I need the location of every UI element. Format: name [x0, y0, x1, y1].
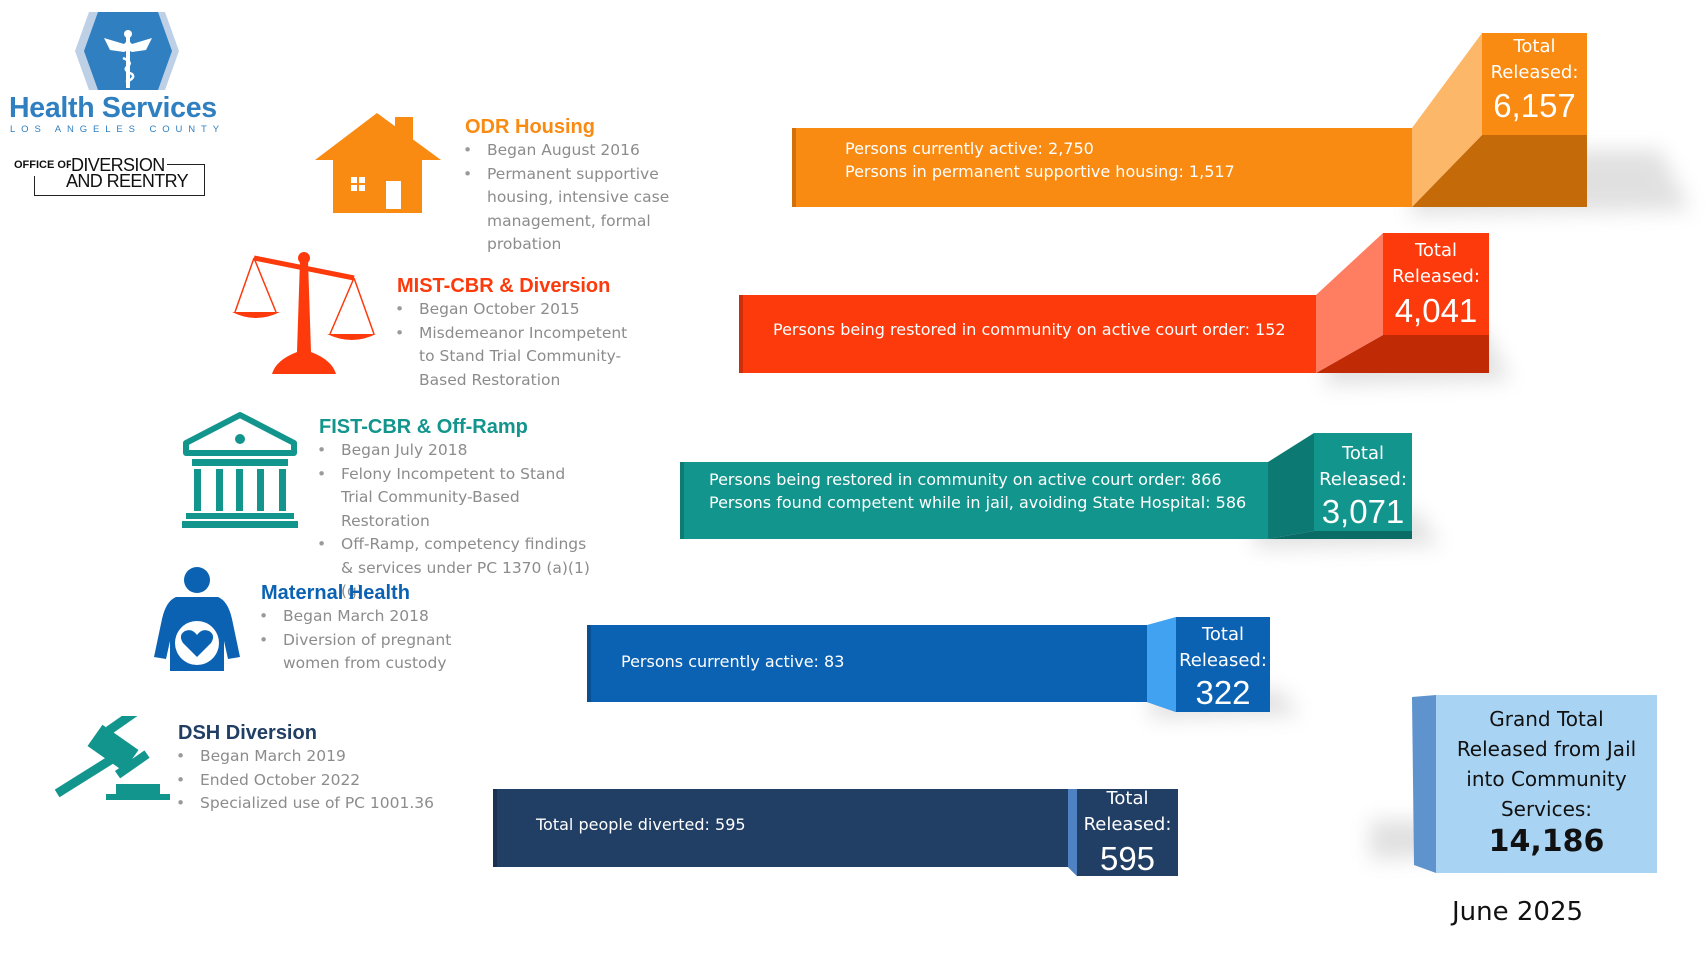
grand-total-label-line: Services:: [1500, 797, 1593, 821]
bullet: Began March 2019: [176, 745, 436, 769]
office-line-2: AND REENTRY: [66, 171, 189, 191]
total-label-line: Total: [1414, 240, 1458, 261]
bullet: Felony Incompetent to Stand Trial Commun…: [317, 463, 599, 534]
health-services-emblem-icon: [75, 12, 179, 90]
total-label-line: Released:: [1179, 650, 1267, 671]
grand-total-box: [1412, 695, 1657, 873]
report-date: June 2025: [1452, 897, 1584, 927]
bullet: Specialized use of PC 1001.36: [176, 792, 436, 816]
bullet: Began October 2015: [395, 298, 645, 322]
program-bullets-dsh-diversion: Began March 2019 Ended October 2022 Spec…: [176, 745, 436, 816]
program-title-maternal-health: Maternal Health: [261, 582, 410, 604]
total-label-fist-cbr: Total Released:: [1314, 441, 1412, 493]
bullet: Permanent supportive housing, intensive …: [463, 163, 725, 257]
bar-line: Persons found competent while in jail, a…: [709, 493, 1247, 512]
bar-line: Persons in permanent supportive housing:…: [845, 162, 1235, 181]
org-name: Health Services: [9, 92, 217, 124]
total-label-line: Total: [1201, 624, 1245, 645]
bar-maternal-health: [587, 617, 1270, 712]
program-title-dsh-diversion: DSH Diversion: [178, 722, 317, 744]
total-value-dsh-diversion: 595: [1099, 840, 1156, 877]
bar-odr-housing: [792, 33, 1587, 207]
grand-total-label-line: Grand Total: [1489, 707, 1604, 731]
org-subtitle: LOS ANGELES COUNTY: [10, 124, 225, 135]
total-label-maternal-health: Total Released:: [1176, 622, 1270, 674]
office-prefix: OFFICE OF: [14, 159, 73, 171]
bullet: Began August 2016: [463, 139, 725, 163]
program-bullets-mist-cbr: Began October 2015 Misdemeanor Incompete…: [395, 298, 645, 392]
bullet: Ended October 2022: [176, 769, 436, 793]
program-title-odr-housing: ODR Housing: [465, 116, 595, 138]
bar-text-dsh-diversion: Total people diverted: 595: [536, 813, 746, 836]
bullet: Diversion of pregnant women from custody: [259, 629, 459, 676]
courthouse-icon: [182, 412, 298, 528]
program-bullets-fist-cbr: Began July 2018 Felony Incompetent to St…: [317, 439, 599, 604]
total-label-line: Released:: [1319, 469, 1407, 490]
pregnant-woman-icon: [154, 567, 240, 671]
total-label-dsh-diversion: Total Released:: [1077, 786, 1178, 838]
total-label-line: Total: [1106, 788, 1149, 809]
bar-text-mist-cbr: Persons being restored in community on a…: [773, 318, 1286, 341]
total-label-line: Total: [1513, 36, 1556, 57]
house-icon: [315, 113, 441, 213]
bar-mist-cbr: [739, 233, 1489, 373]
total-label-line: Total: [1341, 443, 1385, 464]
bar-text-odr-housing: Persons currently active: 2,750 Persons …: [845, 137, 1235, 183]
total-value-odr-housing: 6,157: [1493, 87, 1576, 124]
program-title-mist-cbr: MIST-CBR & Diversion: [397, 275, 611, 297]
bullet: Misdemeanor Incompetent to Stand Trial C…: [395, 322, 645, 393]
bar-line: Persons currently active: 83: [621, 652, 845, 671]
grand-total-label-line: Released from Jail: [1456, 737, 1637, 761]
scales-icon: [232, 252, 376, 374]
bullet: Began March 2018: [259, 605, 459, 629]
grand-total-label-line: into Community: [1466, 767, 1627, 791]
program-bullets-maternal-health: Began March 2018 Diversion of pregnant w…: [259, 605, 459, 676]
total-label-odr-housing: Total Released:: [1482, 34, 1587, 86]
bar-text-fist-cbr: Persons being restored in community on a…: [709, 468, 1246, 514]
total-label-mist-cbr: Total Released:: [1383, 238, 1489, 290]
bar-line: Persons being restored in community on a…: [773, 320, 1286, 339]
program-title-fist-cbr: FIST-CBR & Off-Ramp: [319, 416, 528, 438]
total-value-maternal-health: 322: [1195, 674, 1251, 711]
bar-line: Persons being restored in community on a…: [709, 470, 1222, 489]
bar-dsh-diversion: [493, 789, 1178, 876]
grand-total-label: Grand Total Released from Jail into Comm…: [1436, 704, 1657, 824]
bar-fist-cbr: [680, 433, 1412, 539]
total-value-fist-cbr: 3,071: [1321, 493, 1405, 530]
gavel-icon: [54, 716, 170, 800]
office-logo: OFFICE OF DIVERSION AND REENTRY: [14, 155, 206, 197]
bar-line: Total people diverted: 595: [536, 815, 746, 834]
bullet: Began July 2018: [317, 439, 599, 463]
total-label-line: Released:: [1490, 62, 1579, 83]
bar-line: Persons currently active: 2,750: [845, 139, 1094, 158]
bar-text-maternal-health: Persons currently active: 83: [621, 650, 844, 673]
program-bullets-odr-housing: Began August 2016 Permanent supportive h…: [463, 139, 725, 257]
bullet: Off-Ramp, competency findings & services…: [317, 533, 599, 604]
total-value-mist-cbr: 4,041: [1394, 292, 1478, 329]
total-label-line: Released:: [1083, 814, 1172, 835]
total-label-line: Released:: [1392, 266, 1480, 287]
grand-total-value: 14,186: [1488, 824, 1605, 859]
office-line-1: DIVERSION: [71, 155, 167, 176]
